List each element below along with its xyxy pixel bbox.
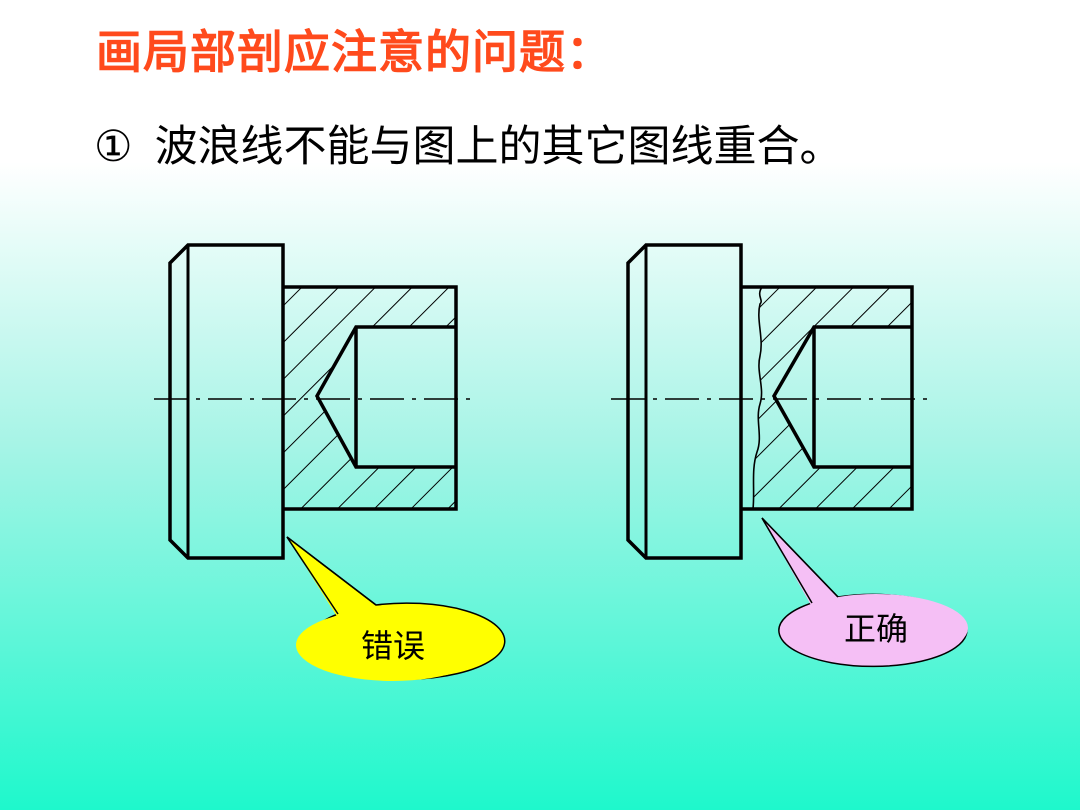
correct-section-hatch <box>753 287 912 509</box>
correct-wavy-break-line <box>752 286 763 510</box>
correct-drawing <box>611 243 932 560</box>
wrong-callout: 错误 <box>286 536 506 681</box>
wrong-hole-outline <box>314 325 456 469</box>
wrong-drawing <box>154 243 474 560</box>
slide-title: 画局部剖应注意的问题： <box>96 25 613 79</box>
correct-hole-outline <box>771 325 912 469</box>
correct-boss-outline <box>741 285 914 511</box>
wrong-boss-outline <box>283 285 458 511</box>
correct-callout: 正确 <box>761 517 968 668</box>
wrong-section-hatch <box>283 287 456 509</box>
point-1-number: ① <box>94 122 133 172</box>
point-1-text: 波浪线不能与图上的其它图线重合。 <box>154 122 843 172</box>
correct-callout-label: 正确 <box>844 610 908 648</box>
point-1: ① 波浪线不能与图上的其它图线重合。 <box>94 112 843 174</box>
wrong-callout-label: 错误 <box>361 627 425 665</box>
